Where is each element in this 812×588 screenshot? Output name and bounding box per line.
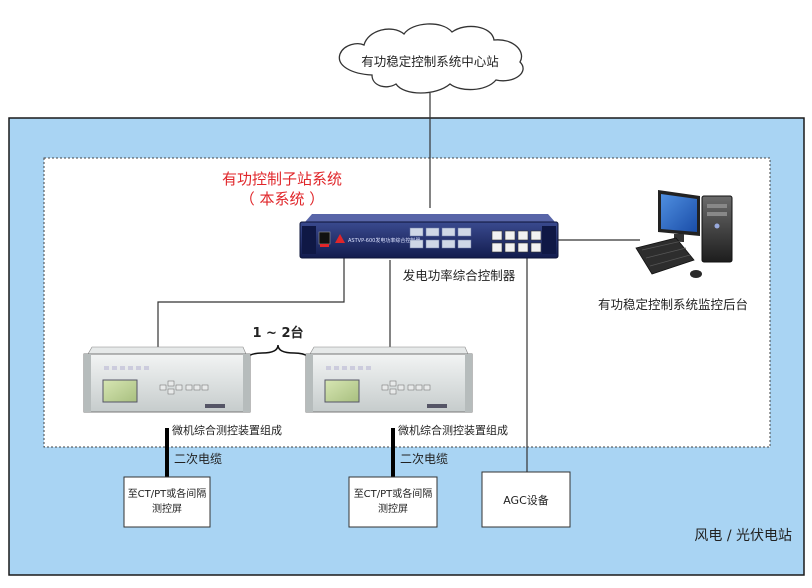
relay-left-label: 微机综合测控装置组成 bbox=[172, 423, 282, 437]
ctpt-left-box bbox=[123, 476, 211, 528]
ctpt-right-line1: 至CT/PT或各间隔 bbox=[354, 487, 433, 500]
subsystem-title: 有功控制子站系统 bbox=[222, 170, 342, 188]
ctpt-left-line1: 至CT/PT或各间隔 bbox=[128, 487, 207, 500]
controller-label: 发电功率综合控制器 bbox=[403, 268, 516, 283]
relay-device-right bbox=[305, 346, 473, 413]
agc-label: AGC设备 bbox=[503, 493, 549, 507]
device-count-brace bbox=[242, 344, 314, 368]
cable-left-label: 二次电缆 bbox=[174, 452, 222, 466]
monitor-label: 有功稳定控制系统监控后台 bbox=[598, 297, 748, 312]
controller-panel-text: ASTVP-600发电功率综合控制器 bbox=[348, 237, 420, 244]
computer-icon bbox=[635, 190, 733, 278]
ctpt-left-line2: 测控屏 bbox=[152, 502, 182, 515]
cloud-label: 有功稳定控制系统中心站 bbox=[361, 54, 499, 69]
subsystem-subtitle: （ 本系统 ） bbox=[240, 190, 325, 208]
cloud-icon bbox=[338, 23, 524, 94]
device-count-label: 1 ~ 2台 bbox=[252, 325, 303, 341]
cable-lines bbox=[165, 428, 395, 477]
cable-right-label: 二次电缆 bbox=[400, 452, 448, 466]
station-label: 风电 / 光伏电站 bbox=[694, 528, 792, 544]
connection-lines bbox=[157, 93, 640, 472]
controller-device: ASTVP-600发电功率综合控制器 bbox=[299, 214, 559, 259]
relay-right-label: 微机综合测控装置组成 bbox=[398, 423, 508, 437]
ctpt-right-box bbox=[348, 476, 438, 528]
relay-device-left bbox=[83, 346, 251, 413]
agc-box bbox=[481, 471, 571, 528]
ctpt-right-line2: 测控屏 bbox=[378, 502, 408, 515]
